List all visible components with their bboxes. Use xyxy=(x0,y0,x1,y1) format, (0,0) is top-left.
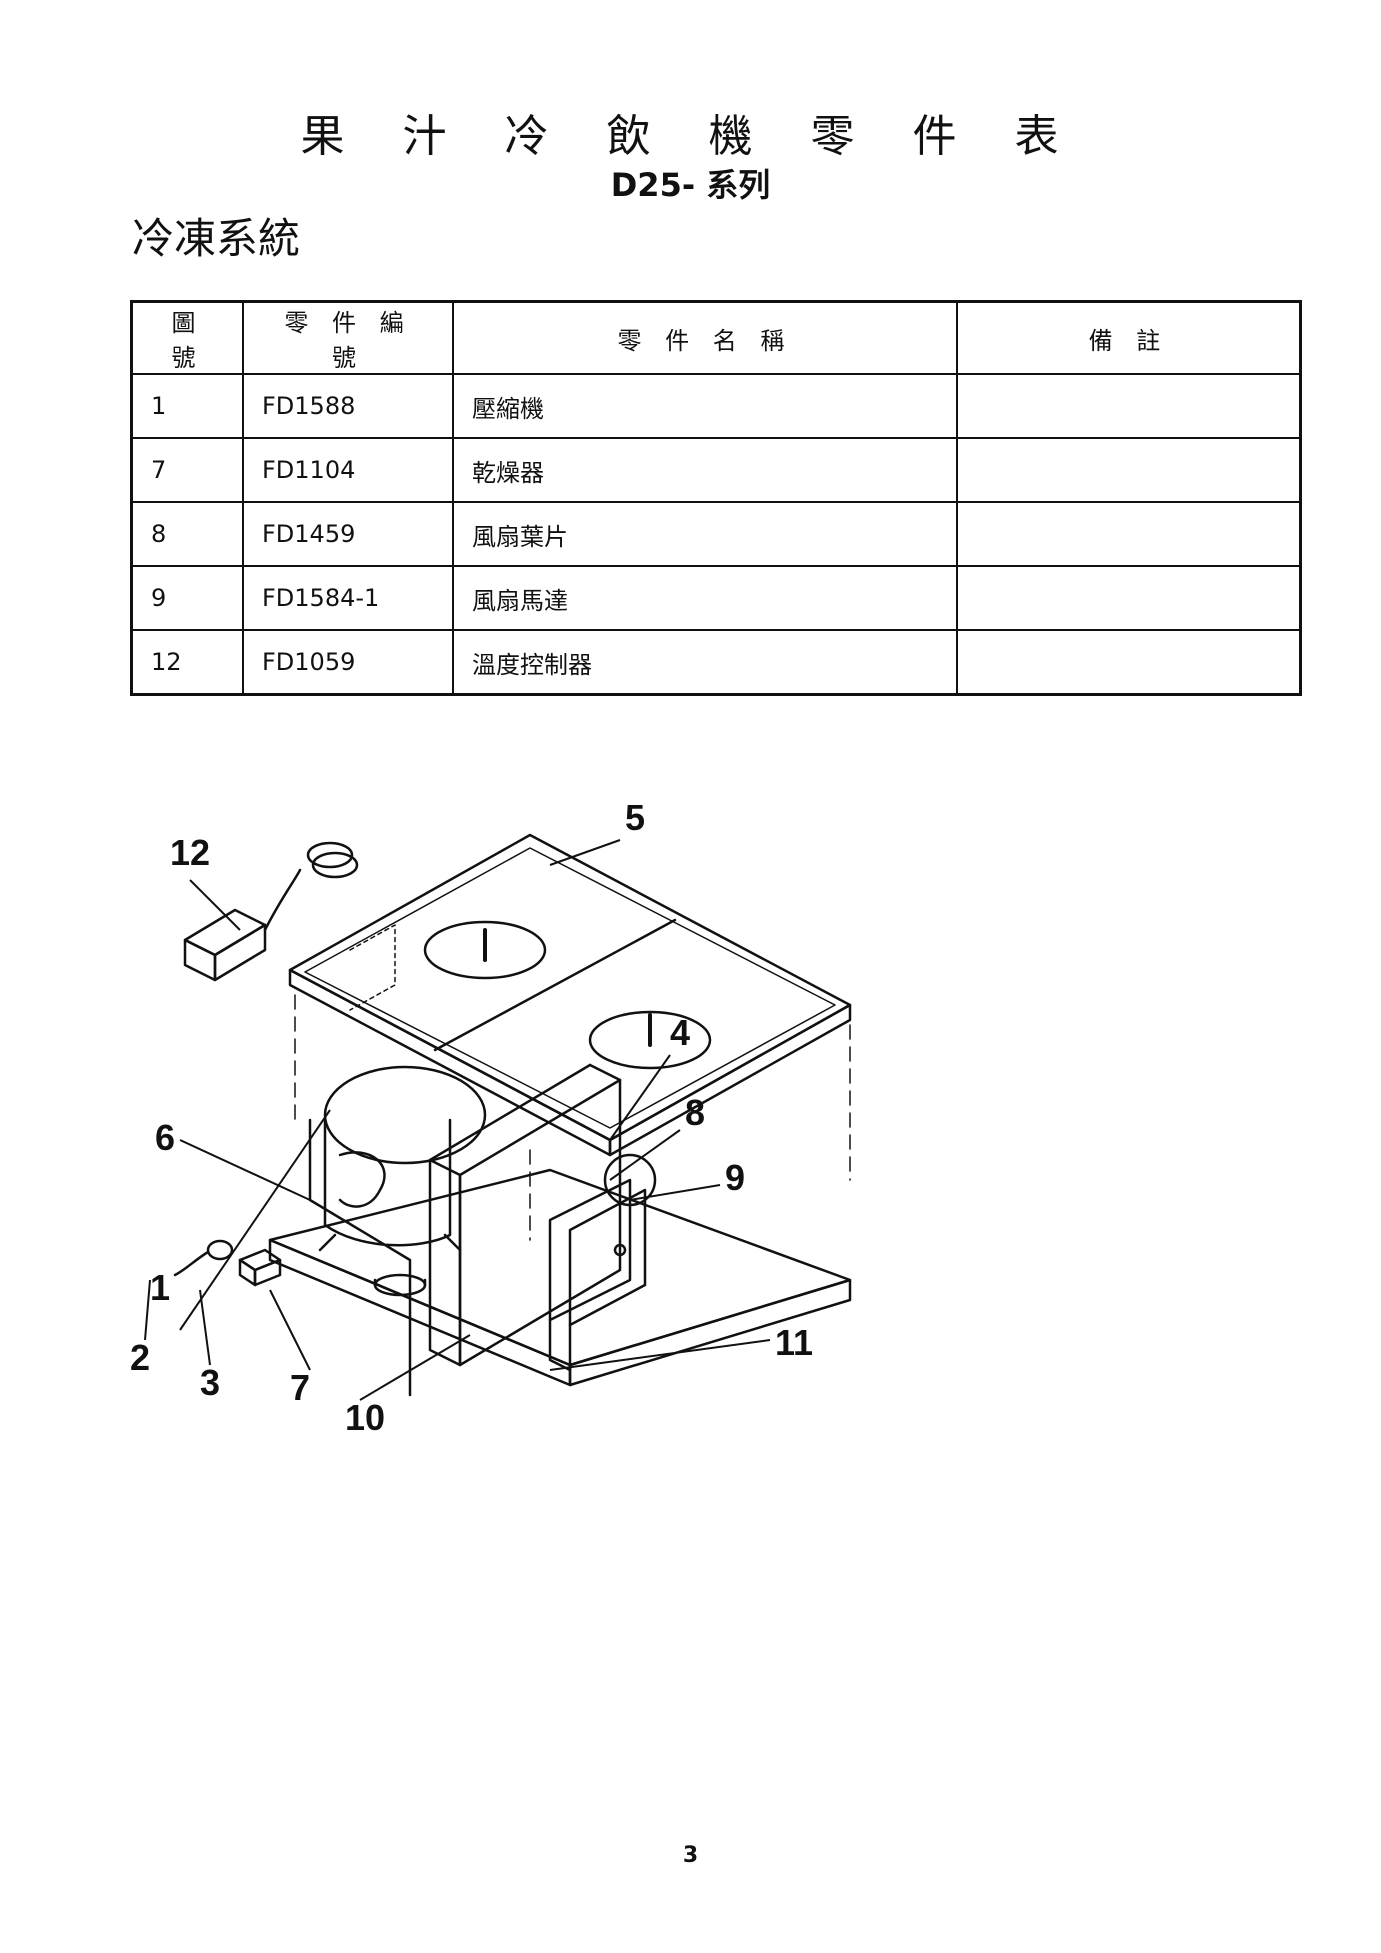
cell-fig-no: 9 xyxy=(130,565,244,631)
drier xyxy=(373,1273,427,1297)
cell-remarks xyxy=(956,629,1302,696)
cell-remarks xyxy=(956,373,1302,439)
table-row: 7 FD1104 乾燥器 xyxy=(130,437,1302,503)
capillary-tube xyxy=(308,1118,412,1397)
header-remarks: 備 註 xyxy=(956,300,1302,375)
exploded-parts-diagram: 12 5 6 1 4 8 9 2 3 7 10 11 xyxy=(130,797,852,1438)
table-row: 9 FD1584-1 風扇馬達 xyxy=(130,565,1302,631)
header-part-no: 零 件 編 號 xyxy=(242,300,454,375)
table-row: 1 FD1588 壓縮機 xyxy=(130,373,1302,439)
base-plate xyxy=(268,1168,852,1387)
callout-1: 1 xyxy=(150,1267,170,1308)
cell-part-no: FD1588 xyxy=(242,373,454,439)
cell-remarks xyxy=(956,565,1302,631)
callout-2: 2 xyxy=(130,1337,150,1378)
page-subtitle: D25- 系列 xyxy=(610,166,771,204)
header-part-name: 零 件 名 稱 xyxy=(452,300,958,375)
cell-part-no: FD1584-1 xyxy=(242,565,454,631)
evaporator-tray xyxy=(288,833,852,1241)
callout-6: 6 xyxy=(155,1117,175,1158)
cell-part-name: 風扇馬達 xyxy=(452,565,958,631)
cell-remarks xyxy=(956,437,1302,503)
table-row: 12 FD1059 溫度控制器 xyxy=(130,629,1302,696)
cell-remarks xyxy=(956,501,1302,567)
cell-part-name: 壓縮機 xyxy=(452,373,958,439)
cell-fig-no: 12 xyxy=(130,629,244,696)
overload-protector xyxy=(238,1248,282,1287)
condenser xyxy=(428,1063,622,1367)
cell-fig-no: 7 xyxy=(130,437,244,503)
cell-part-name: 乾燥器 xyxy=(452,437,958,503)
callout-10: 10 xyxy=(345,1397,385,1438)
callout-9: 9 xyxy=(725,1157,745,1198)
thermostat xyxy=(183,841,359,982)
fan-motor xyxy=(548,1178,647,1327)
callout-4: 4 xyxy=(670,1012,690,1053)
callout-8: 8 xyxy=(685,1092,705,1133)
section-heading: 冷凍系統 xyxy=(132,214,301,263)
cell-fig-no: 1 xyxy=(130,373,244,439)
relay xyxy=(173,1239,234,1277)
callout-3: 3 xyxy=(200,1362,220,1403)
callout-12: 12 xyxy=(170,832,210,873)
table-row: 8 FD1459 風扇葉片 xyxy=(130,501,1302,567)
callout-5: 5 xyxy=(625,797,645,838)
compressor xyxy=(318,1065,487,1252)
motor-bracket xyxy=(548,1318,572,1372)
cell-fig-no: 8 xyxy=(130,501,244,567)
table-header-row: 圖 號 零 件 編 號 零 件 名 稱 備 註 xyxy=(130,300,1302,375)
cell-part-no: FD1059 xyxy=(242,629,454,696)
header-fig-no: 圖 號 xyxy=(130,300,244,375)
parts-table: 圖 號 零 件 編 號 零 件 名 稱 備 註 1 FD1588 壓縮機 7 F… xyxy=(130,300,1302,696)
cell-part-name: 風扇葉片 xyxy=(452,501,958,567)
callout-11: 11 xyxy=(775,1322,813,1363)
page-title: 果 汁 冷 飲 機 零 件 表 xyxy=(300,111,1081,162)
page-number: 3 xyxy=(682,1843,699,1868)
callout-7: 7 xyxy=(290,1367,310,1408)
cell-part-no: FD1104 xyxy=(242,437,454,503)
cell-part-no: FD1459 xyxy=(242,501,454,567)
cell-part-name: 溫度控制器 xyxy=(452,629,958,696)
